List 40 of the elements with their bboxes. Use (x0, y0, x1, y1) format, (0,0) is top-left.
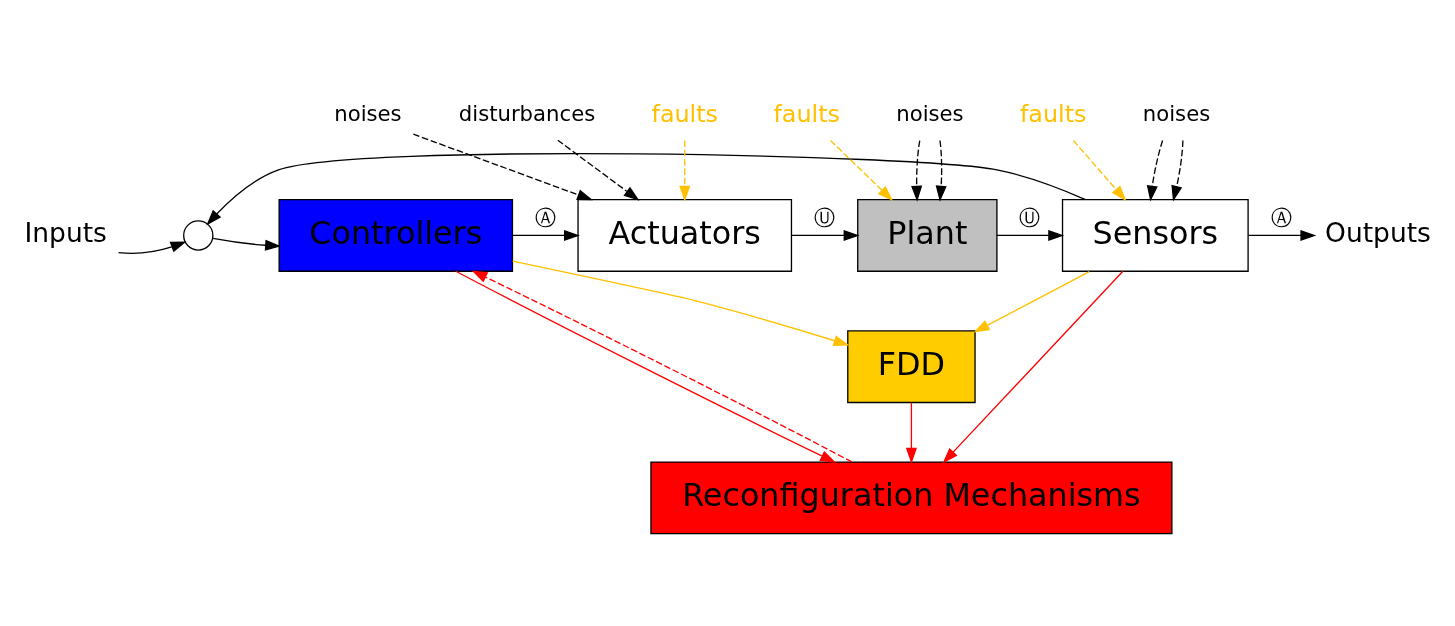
node-box: Controllers (278, 199, 514, 272)
arrow (511, 229, 580, 242)
arrow (117, 241, 187, 254)
arrow (679, 139, 691, 202)
node-box: Actuators (577, 199, 793, 272)
arrow (973, 270, 1090, 333)
node-box: Reconfiguration Mechanisms (650, 461, 1173, 535)
node-box: FDD (847, 330, 976, 404)
arrow (1146, 139, 1164, 202)
node-box: Sensors (1061, 199, 1249, 272)
arrow (206, 153, 1087, 226)
arrow (511, 260, 850, 346)
node-text: Inputs (24, 217, 107, 249)
arrow (1072, 139, 1127, 202)
edge-label: Ⓤ (1019, 204, 1041, 230)
arrow (212, 237, 282, 251)
node-text: noises (334, 101, 402, 127)
node-circle (183, 220, 214, 251)
arrow (905, 402, 917, 464)
arrow (557, 139, 640, 201)
node-text: disturbances (458, 101, 596, 127)
arrow (1247, 229, 1317, 242)
edge-label: Ⓐ (1270, 204, 1292, 230)
edge-label: Ⓐ (534, 204, 556, 230)
arrow (829, 139, 894, 202)
arrow (942, 270, 1124, 464)
node-text: Outputs (1325, 217, 1431, 249)
node-text: faults (651, 99, 719, 128)
node-box: Plant (857, 199, 998, 272)
edge-label: Ⓤ (814, 204, 836, 230)
arrow (911, 139, 923, 202)
node-text: noises (1142, 101, 1211, 127)
arrow (412, 133, 593, 201)
arrow (935, 139, 947, 202)
arrow (1171, 139, 1184, 202)
arrow (790, 229, 860, 242)
node-text: noises (896, 101, 964, 127)
node-text: faults (1019, 99, 1087, 128)
node-text: faults (773, 99, 840, 128)
arrow (996, 229, 1065, 242)
